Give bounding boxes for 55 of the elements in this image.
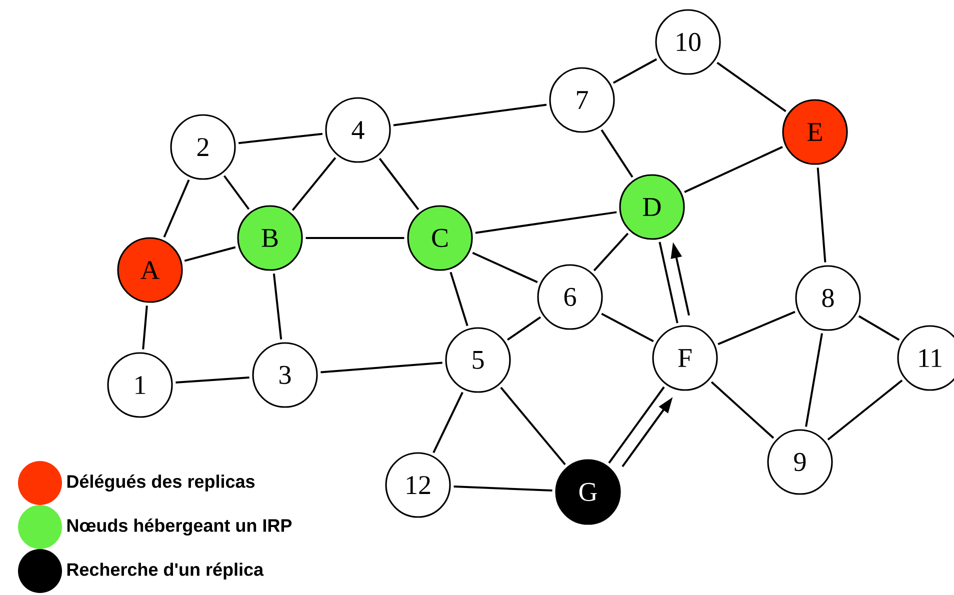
edge-line	[450, 272, 468, 326]
legend-label: Recherche d'un réplica	[67, 562, 264, 580]
graph-node: B	[237, 205, 303, 271]
edge-line	[506, 316, 542, 341]
edge-line	[827, 380, 903, 440]
legend-label: Nœuds hébergeant un IRP	[67, 518, 292, 536]
edge-line	[658, 242, 678, 324]
graph-node: 6	[537, 264, 603, 330]
edge-line	[454, 485, 552, 492]
graph-node: 12	[385, 452, 451, 518]
edge-line	[184, 246, 236, 262]
edge-line	[163, 179, 190, 238]
graph-node: 8	[795, 265, 861, 331]
edge-line	[710, 381, 774, 439]
edge-line	[272, 273, 282, 340]
graph-node: 11	[897, 325, 954, 391]
graph-node: 10	[655, 9, 721, 75]
edge-line	[601, 312, 654, 342]
edge-line	[393, 104, 547, 126]
graph-node: D	[619, 174, 685, 240]
graph-node: 9	[767, 429, 833, 495]
edge-line	[805, 333, 823, 427]
graph-node: 2	[170, 114, 236, 180]
edge-line	[816, 168, 826, 262]
edge-line	[858, 315, 900, 341]
edge-line	[600, 129, 634, 178]
edge-line	[223, 175, 250, 210]
edge-line	[292, 157, 336, 211]
edge-line	[306, 237, 404, 239]
legend-label: Délégués des replicas	[67, 474, 255, 492]
edge-line	[378, 158, 420, 210]
graph-node: E	[782, 99, 848, 165]
edge-line	[142, 306, 148, 350]
edge-line	[238, 132, 323, 144]
edge-line	[432, 392, 464, 454]
graph-node: 4	[325, 97, 391, 163]
edge-line	[320, 362, 442, 374]
edge-line	[716, 62, 786, 112]
graph-node: F	[652, 325, 718, 391]
edge-line	[608, 386, 665, 464]
edge-line	[718, 310, 796, 346]
graph-node: G	[555, 459, 621, 525]
graph-node: 7	[549, 67, 615, 133]
edge-line	[176, 376, 250, 384]
edge-line	[593, 232, 629, 272]
graph-node: A	[117, 237, 183, 303]
edge-line	[500, 386, 566, 466]
edge-line	[612, 58, 658, 84]
edge-line	[475, 211, 617, 234]
graph-node: C	[407, 205, 473, 271]
graph-node: 5	[445, 327, 511, 393]
graph-node: 3	[252, 342, 318, 408]
edge-line	[472, 252, 538, 284]
edge-line	[684, 146, 783, 193]
graph-node: 1	[107, 352, 173, 418]
